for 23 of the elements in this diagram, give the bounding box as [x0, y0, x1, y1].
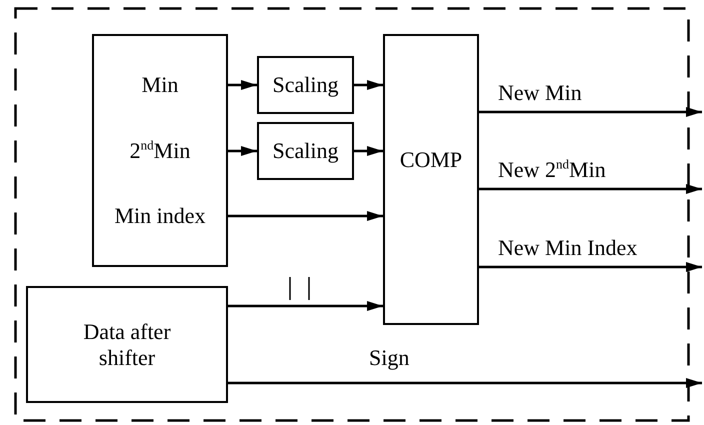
arrow — [228, 80, 257, 90]
process-block — [92, 34, 228, 267]
process-block — [257, 56, 354, 114]
arrow — [228, 378, 702, 388]
block-label: COMP — [398, 147, 464, 173]
arrow — [479, 184, 702, 194]
block-label: Data after shifter — [82, 319, 172, 371]
process-block — [257, 122, 354, 180]
process-block — [26, 286, 228, 403]
arrow — [354, 146, 383, 156]
block-label: 2$^{nd}$Min — [128, 138, 192, 164]
arrow — [228, 301, 383, 311]
block-label: Scaling — [272, 138, 340, 164]
block-label: Scaling — [272, 72, 340, 98]
block-label: Min — [140, 72, 180, 98]
comparator-block — [383, 34, 479, 325]
dashed-boundary — [14, 7, 690, 422]
block-label: Min index — [113, 203, 207, 229]
arrow — [228, 211, 383, 221]
arrow — [228, 146, 257, 156]
arrow — [479, 107, 702, 117]
arrow — [354, 80, 383, 90]
arrow — [479, 262, 702, 272]
